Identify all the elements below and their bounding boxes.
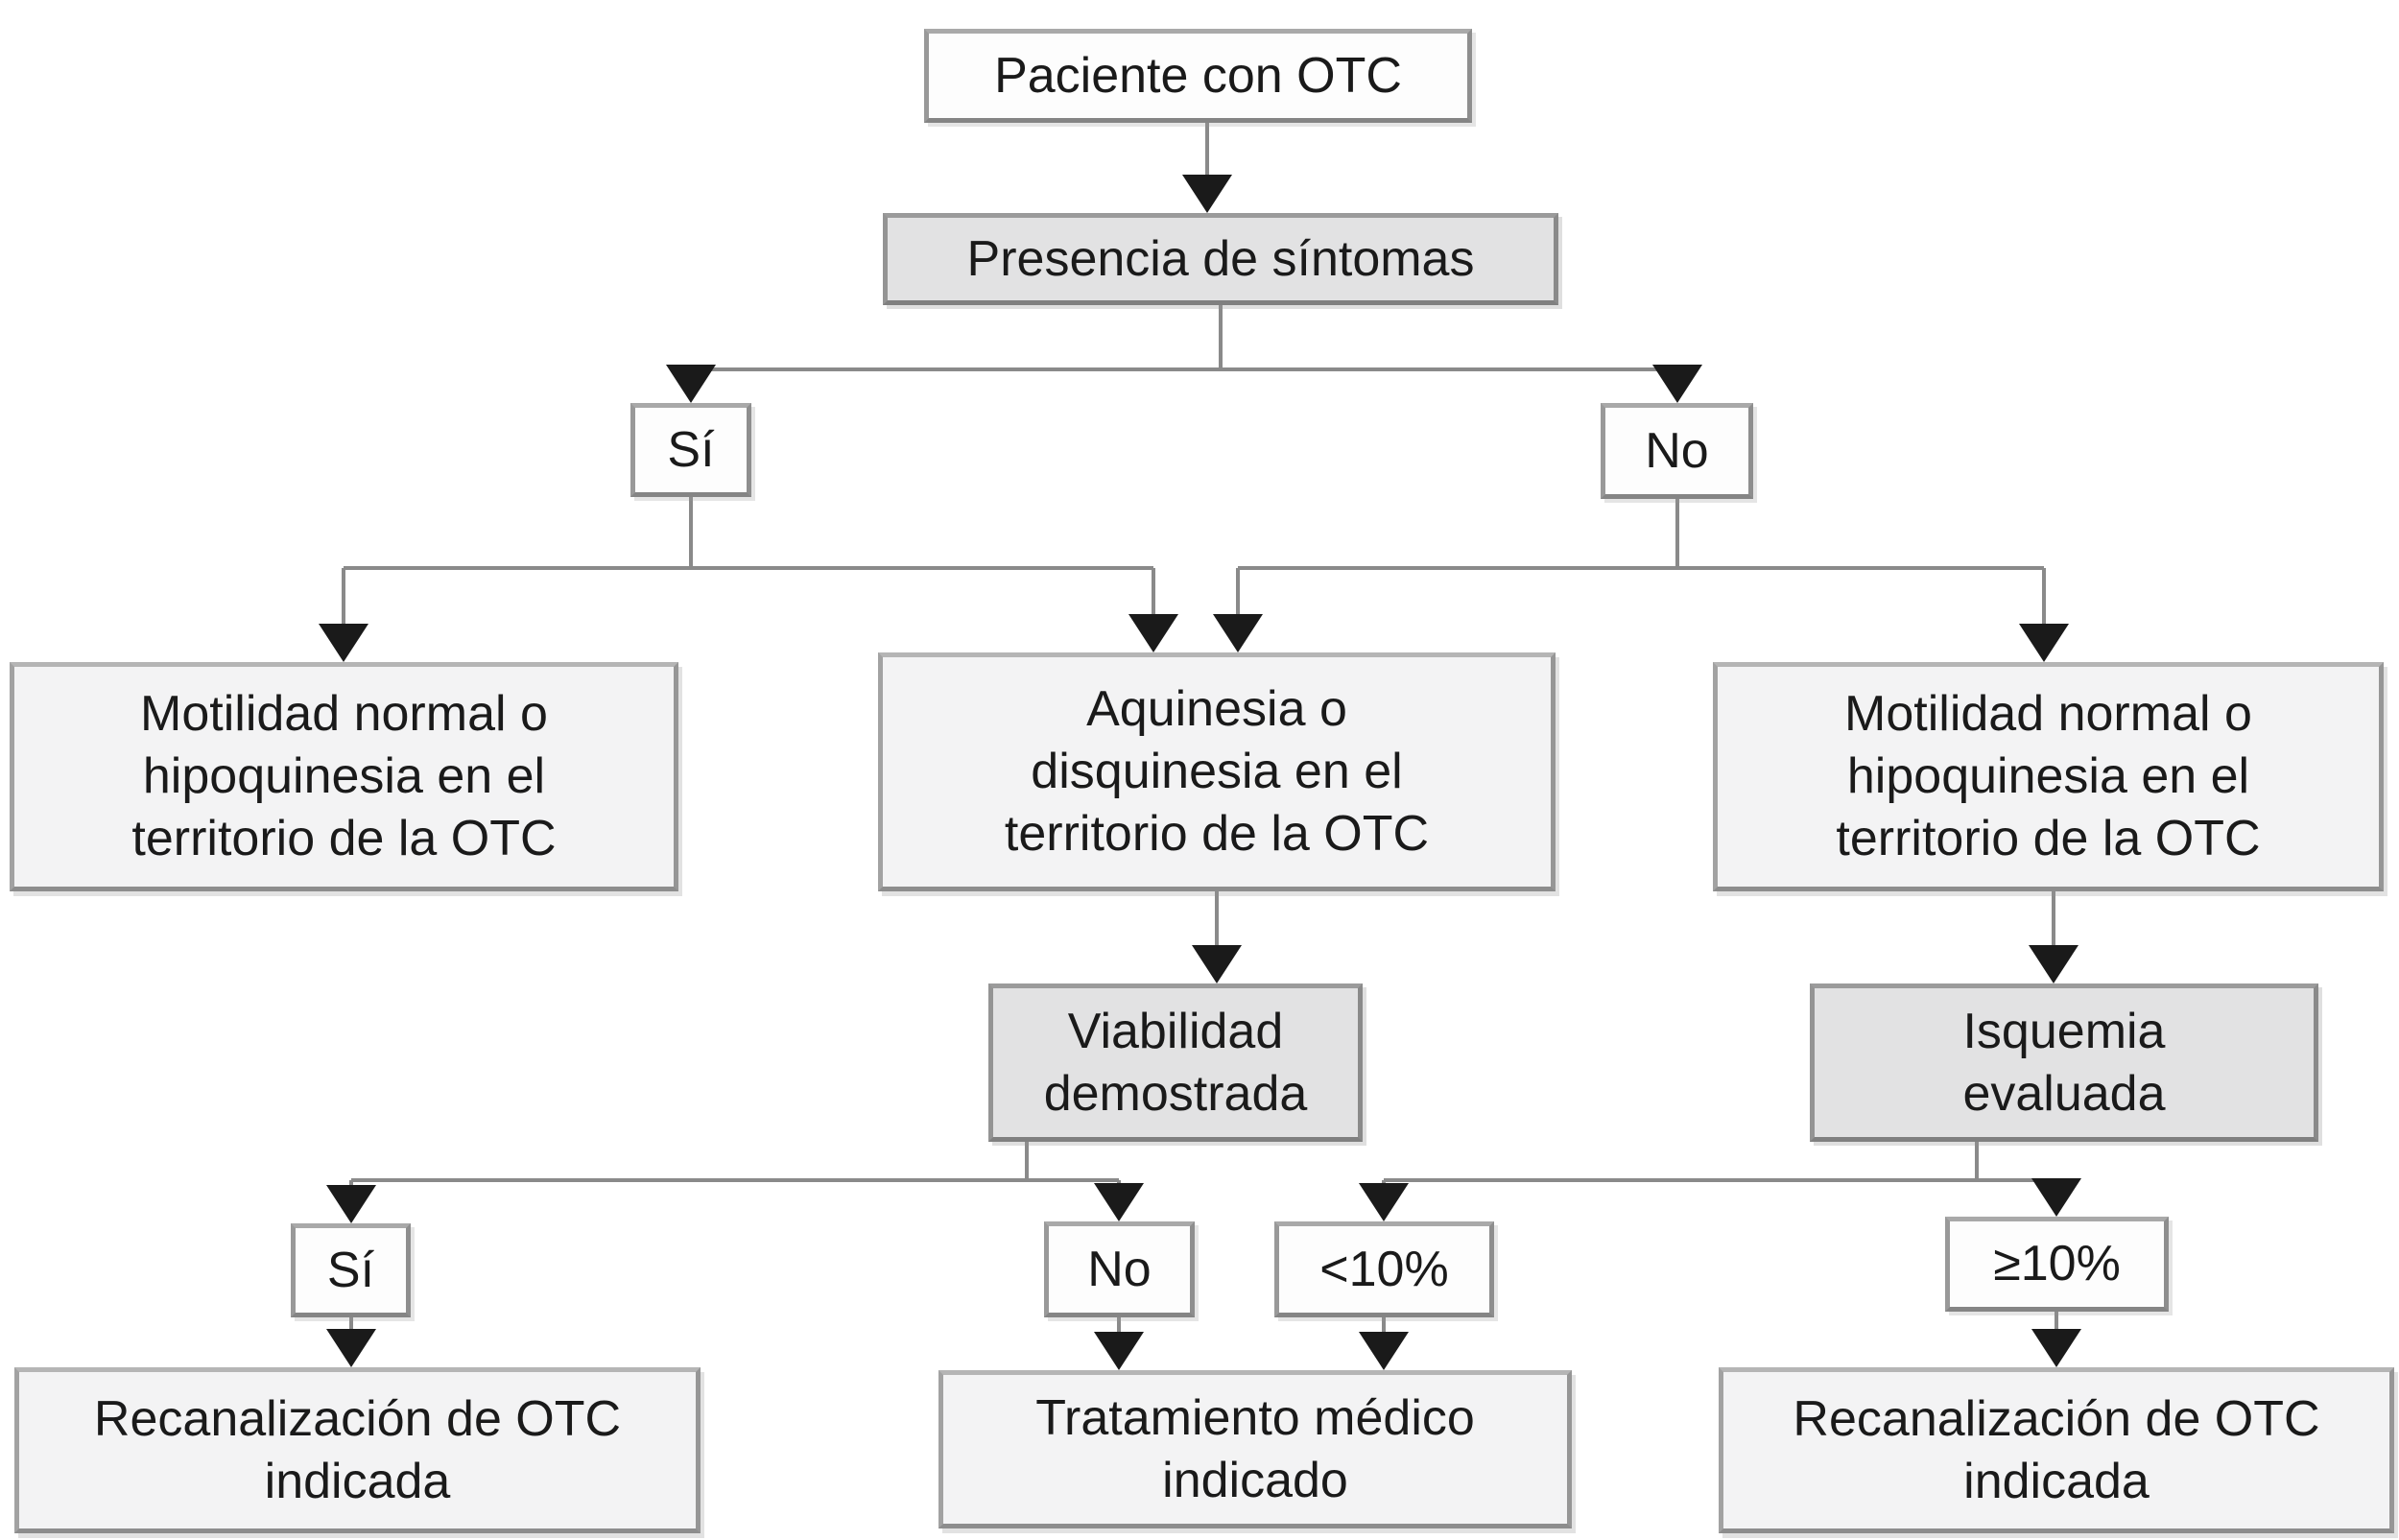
arrowheads bbox=[319, 175, 2081, 1370]
arrow-to-motilidad-izquierda bbox=[319, 624, 368, 662]
node-motilidad-izquierda: Motilidad normal o hipoquinesia en el te… bbox=[10, 662, 678, 891]
arrow-to-isquemia bbox=[2029, 945, 2078, 983]
node-motilidad-derecha: Motilidad normal o hipoquinesia en el te… bbox=[1713, 662, 2384, 891]
node-recanalizacion-izquierda: Recanalización de OTC indicada bbox=[14, 1367, 701, 1533]
arrow-no-to-tratamiento bbox=[1094, 1332, 1144, 1370]
node-paciente-otc: Paciente con OTC bbox=[924, 29, 1472, 123]
arrow-no-to-aquinesia bbox=[1213, 614, 1263, 652]
arrow-to-viabilidad bbox=[1192, 945, 1242, 983]
arrow-si-to-aquinesia bbox=[1128, 614, 1178, 652]
node-si-viabilidad: Sí bbox=[291, 1223, 411, 1317]
arrow-to-si-viabilidad bbox=[326, 1185, 376, 1223]
node-recanalizacion-derecha: Recanalización de OTC indicada bbox=[1719, 1367, 2394, 1533]
node-viabilidad-demostrada: Viabilidad demostrada bbox=[988, 983, 1363, 1142]
arrow-to-menor-10 bbox=[1359, 1183, 1409, 1221]
node-isquemia-evaluada: Isquemia evaluada bbox=[1810, 983, 2318, 1142]
node-si-sintomas: Sí bbox=[630, 403, 751, 497]
arrow-to-mayor-10 bbox=[2031, 1178, 2081, 1217]
node-tratamiento-medico: Tratamiento médico indicado bbox=[938, 1370, 1572, 1528]
arrow-to-recanalizacion-izquierda bbox=[326, 1329, 376, 1367]
arrow-to-recanalizacion-derecha bbox=[2031, 1329, 2081, 1367]
arrow-menor10-to-tratamiento bbox=[1359, 1332, 1409, 1370]
arrow-to-no-viabilidad bbox=[1094, 1183, 1144, 1221]
node-isquemia-mayor-igual-10: ≥10% bbox=[1945, 1217, 2169, 1312]
arrow-to-no-sintomas bbox=[1652, 365, 1702, 403]
node-no-viabilidad: No bbox=[1044, 1221, 1195, 1317]
node-no-sintomas: No bbox=[1601, 403, 1753, 499]
arrow-to-presencia bbox=[1182, 175, 1232, 213]
node-presencia-sintomas: Presencia de síntomas bbox=[883, 213, 1558, 305]
node-isquemia-menor-10: <10% bbox=[1274, 1221, 1494, 1317]
arrow-to-si-sintomas bbox=[666, 365, 716, 403]
arrow-to-motilidad-derecha bbox=[2019, 624, 2069, 662]
node-aquinesia-disquinesia: Aquinesia o disquinesia en el territorio… bbox=[878, 652, 1556, 891]
